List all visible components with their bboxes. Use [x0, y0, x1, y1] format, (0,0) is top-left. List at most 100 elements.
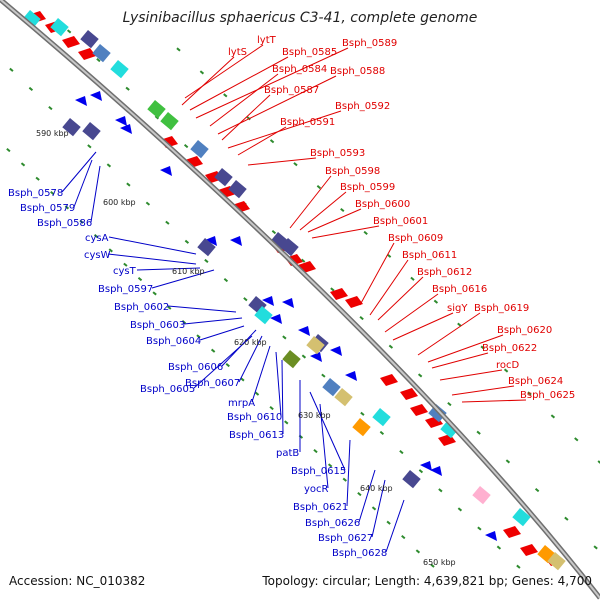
- leader-line: [417, 312, 481, 356]
- leader-line: [181, 56, 235, 106]
- gene-label-reverse: cysA: [85, 233, 109, 244]
- leader-line: [439, 369, 503, 381]
- gc-skew-dot: [246, 116, 251, 121]
- gc-skew-dot: [210, 348, 216, 353]
- gene-label-forward: Bsph_0609: [388, 233, 443, 244]
- gc-skew-dot: [165, 220, 170, 225]
- forward-cds-arrow: [410, 404, 428, 416]
- gc-skew-dot: [316, 185, 322, 190]
- forward-cds-arrow: [380, 374, 398, 386]
- scale-tick-label: 650 kbp: [423, 558, 456, 567]
- gene-label-reverse: mrpA: [228, 398, 255, 409]
- leader-line: [199, 325, 245, 341]
- gc-skew-dot: [415, 549, 421, 554]
- gc-skew-dot: [401, 535, 406, 540]
- gc-skew-dot: [371, 506, 377, 511]
- gc-skew-dot: [181, 320, 187, 325]
- leader-line: [299, 191, 347, 231]
- reverse-cds-arrow: [90, 91, 102, 101]
- scale-tick-label: 590 kbp: [36, 129, 69, 138]
- forward-cds-arrow: [503, 526, 521, 538]
- feature-block: [147, 99, 166, 119]
- feature-block: [50, 18, 69, 37]
- gene-label-forward: Bsph_0584: [272, 64, 327, 75]
- leader-line: [217, 75, 337, 135]
- gene-label-reverse: Bsph_0615: [291, 466, 346, 477]
- reverse-cds-arrow: [298, 326, 310, 336]
- leader-line: [184, 44, 264, 99]
- feature-block: [214, 168, 233, 187]
- feature-block: [254, 306, 273, 325]
- gc-skew-dot: [35, 176, 40, 181]
- gc-skew-dot: [184, 239, 190, 244]
- leader-line: [136, 267, 201, 271]
- leader-line: [189, 56, 289, 111]
- scale-tick-label: 620 kbp: [234, 338, 267, 347]
- forward-cds-arrow: [438, 434, 456, 446]
- leader-line: [371, 479, 386, 538]
- gc-skew-dot: [593, 545, 598, 550]
- gc-skew-dot: [269, 406, 274, 411]
- gc-skew-dot: [410, 276, 415, 281]
- feature-block: [352, 418, 371, 437]
- gc-skew-dot: [480, 345, 485, 350]
- reverse-cds-arrow: [270, 314, 282, 324]
- leader-line: [227, 110, 342, 149]
- leader-line: [309, 391, 346, 471]
- gene-label-forward: Bsph_0587: [264, 85, 319, 96]
- gene-label-reverse: Bsph_0603: [130, 320, 185, 331]
- gene-label-reverse: cysW: [84, 250, 111, 261]
- gc-skew-dot: [152, 291, 157, 296]
- feature-block: [440, 419, 459, 439]
- leader-line: [307, 208, 362, 233]
- gene-label-forward: Bsph_0611: [402, 250, 457, 261]
- feature-block: [190, 140, 209, 159]
- leader-line: [346, 439, 351, 507]
- gc-skew-dot: [176, 47, 181, 52]
- gc-skew-dot: [330, 287, 335, 292]
- gc-skew-dot: [223, 93, 228, 98]
- feature-block: [62, 118, 81, 137]
- gc-skew-dot: [271, 230, 277, 235]
- gene-label-reverse: Bsph_0627: [318, 533, 373, 544]
- gc-skew-dot: [126, 182, 131, 187]
- gc-skew-dot: [301, 354, 307, 359]
- gc-skew-dot: [388, 344, 394, 349]
- feature-block: [228, 180, 247, 199]
- gene-label-reverse: Bsph_0626: [305, 518, 360, 529]
- gc-skew-dot: [379, 430, 385, 436]
- gene-label-reverse: yocR: [304, 484, 329, 495]
- gene-label-forward: Bsph_0620: [497, 325, 552, 336]
- gc-skew-dot: [564, 516, 569, 521]
- leader-line: [384, 293, 439, 333]
- label-leaders: [61, 44, 527, 553]
- feature-block: [322, 378, 341, 397]
- gene-label-reverse: Bsph_0605: [140, 384, 195, 395]
- reverse-cds-arrow: [120, 124, 132, 134]
- gene-label-reverse: Bsph_0578: [8, 188, 63, 199]
- feature-block: [372, 408, 391, 427]
- reverse-cds-arrow: [230, 236, 242, 246]
- leader-line: [451, 385, 515, 396]
- reverse-cds-arrow: [160, 166, 172, 176]
- gene-label-forward: Bsph_0599: [340, 182, 395, 193]
- gc-skew-dot: [254, 391, 260, 396]
- gc-skew-dot: [9, 67, 14, 72]
- leader-line: [281, 359, 284, 435]
- gene-label-forward: Bsph_0588: [330, 66, 385, 77]
- reverse-cds-arrow: [310, 352, 322, 362]
- gc-skew-dot: [284, 420, 289, 425]
- reverse-cds-arrow: [75, 96, 87, 106]
- gc-skew-dot: [574, 437, 579, 442]
- leader-line: [183, 317, 243, 325]
- feature-block: [22, 9, 41, 29]
- gene-label-forward: Bsph_0619: [474, 303, 529, 314]
- leader-line: [431, 352, 489, 369]
- gene-label-forward: Bsph_0589: [342, 38, 397, 49]
- gene-label-forward: Bsph_0612: [417, 267, 472, 278]
- reverse-cds-arrow: [262, 296, 274, 306]
- gc-skew-dot: [183, 144, 189, 149]
- reverse-cds-arrow: [330, 346, 342, 356]
- gc-skew-dot: [298, 434, 304, 439]
